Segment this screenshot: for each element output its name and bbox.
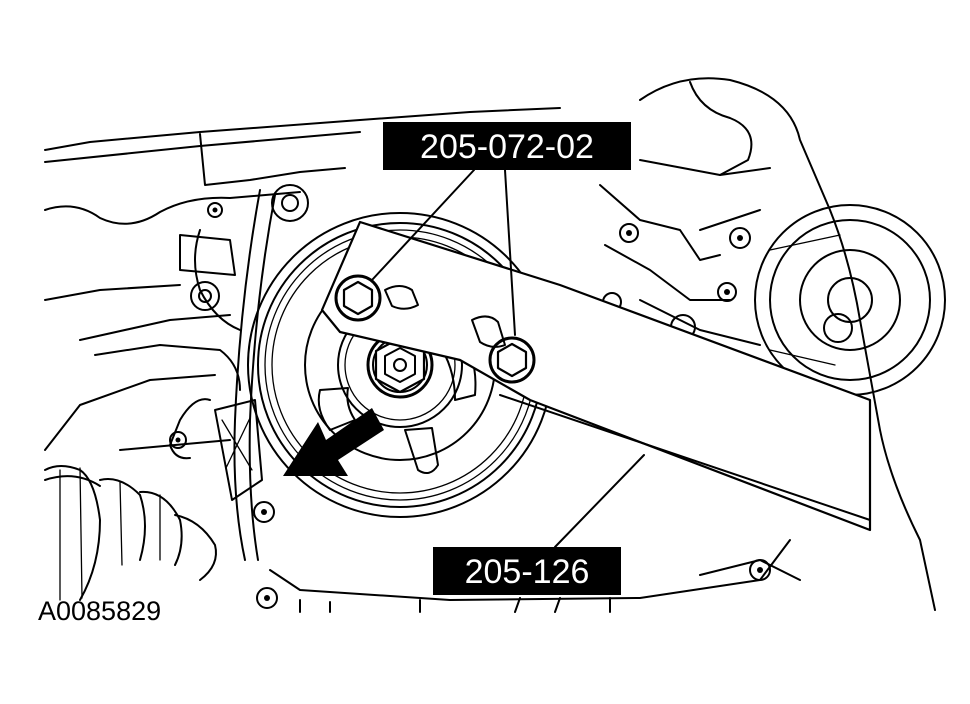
leader-lines (371, 169, 645, 548)
engine-background (44, 77, 946, 613)
callout-puller-tool-text: 205-126 (465, 553, 590, 591)
holding-tool-205-072-02 (320, 220, 872, 532)
figure-id: A0085829 (38, 596, 161, 626)
callout-holding-tool: 205-072-02 (383, 122, 631, 170)
callout-puller-tool: 205-126 (433, 547, 621, 595)
arrow-icon (283, 408, 384, 476)
tool-bolt-lower (488, 336, 536, 384)
tool-bolt-upper (334, 274, 382, 322)
callout-holding-tool-text: 205-072-02 (420, 128, 594, 166)
